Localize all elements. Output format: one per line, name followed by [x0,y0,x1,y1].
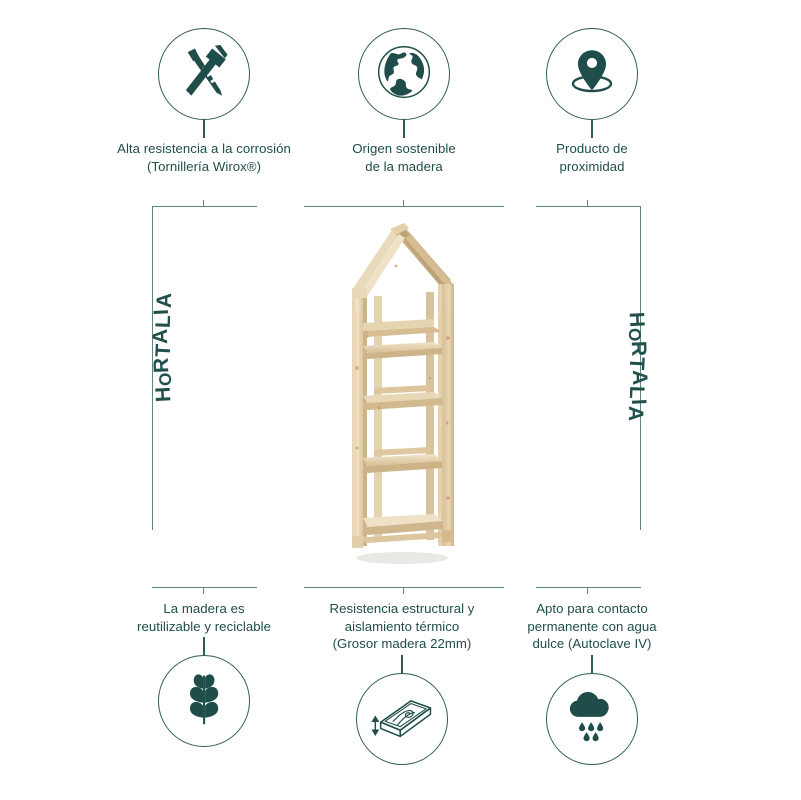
feature-proximidad-circle [546,28,638,120]
bracket-bottom-left-horizontal [152,587,257,589]
bracket-top-right-horizontal [536,206,641,208]
brand-letter: O [624,327,645,342]
brand-letter: L [151,314,176,329]
map-pin-location-icon [563,43,621,106]
bracket-top-center-tick [403,200,405,207]
leaf-icon [177,670,231,733]
bracket-top-left-tick [203,200,205,207]
feature-corrosion-stem [203,120,205,138]
brand-label-right: HORTALIA [624,311,652,421]
feature-reciclable-circle [158,655,250,747]
bracket-top-left-horizontal [152,206,257,208]
feature-autoclave: Apto para contacto permanente con agua d… [492,600,692,765]
feature-corrosion: Alta resistencia a la corrosión (Tornill… [104,28,304,175]
bracket-bottom-right-horizontal [536,587,641,589]
brand-letter: A [623,405,648,422]
feature-sostenible-circle [358,28,450,120]
bracket-bottom-center-horizontal [304,587,504,589]
brand-letter: T [151,342,176,358]
feature-sostenible-stem [403,120,405,138]
hammer-and-screw-icon [175,43,233,106]
feature-proximidad: Producto de proximidad [492,28,692,175]
feature-reciclable-label: La madera es reutilizable y reciclable [137,601,271,634]
brand-letter: I [149,307,174,316]
feature-proximidad-stem [591,120,593,138]
feature-reciclable: La madera es reutilizable y reciclable [104,600,304,747]
feature-sostenible: Origen sostenible de la madera [304,28,504,175]
feature-resistencia-circle [356,672,448,765]
bracket-top-right-tick [587,200,589,207]
brand-letter: T [624,356,649,372]
shelf-2 [363,342,442,359]
bracket-bottom-right-tick [587,587,589,594]
wood-plank-thickness-icon [370,690,434,747]
brand-label-left: HORTALIA [148,292,176,403]
feature-reciclable-stem [203,637,205,655]
bracket-bottom-center-tick [403,587,405,594]
feature-autoclave-stem [591,654,593,673]
feature-resistencia-stem [401,654,403,673]
brand-letter: H [624,311,649,329]
shelf-3 [363,385,442,410]
bracket-bottom-left-tick [203,587,205,594]
feature-corrosion-label: Alta resistencia a la corrosión (Tornill… [117,141,291,174]
feature-corrosion-circle [158,28,250,120]
brand-letter: R [149,356,174,374]
bracket-top-center-horizontal [304,206,504,208]
feature-resistencia: Resistencia estructural y aislamiento té… [292,600,512,765]
feature-autoclave-label: Apto para contacto permanente con agua d… [527,601,657,651]
brand-letter: H [151,385,176,403]
brand-letter: R [626,340,651,358]
product-image-shelving-unit [330,218,480,578]
shelf-1 [363,319,442,338]
feature-autoclave-circle [546,672,638,765]
globe-earth-icon [374,42,434,107]
feature-proximidad-label: Producto de proximidad [556,141,628,174]
rain-cloud-icon [563,688,621,749]
brand-letter: A [152,292,177,309]
brand-letter: A [627,370,652,387]
feature-resistencia-label: Resistencia estructural y aislamiento té… [329,601,475,651]
brand-letter: A [148,327,173,344]
shelf-bottom [363,514,443,535]
shelf-4 [363,447,442,473]
brand-letter: O [155,372,176,387]
feature-sostenible-label: Origen sostenible de la madera [352,141,456,174]
